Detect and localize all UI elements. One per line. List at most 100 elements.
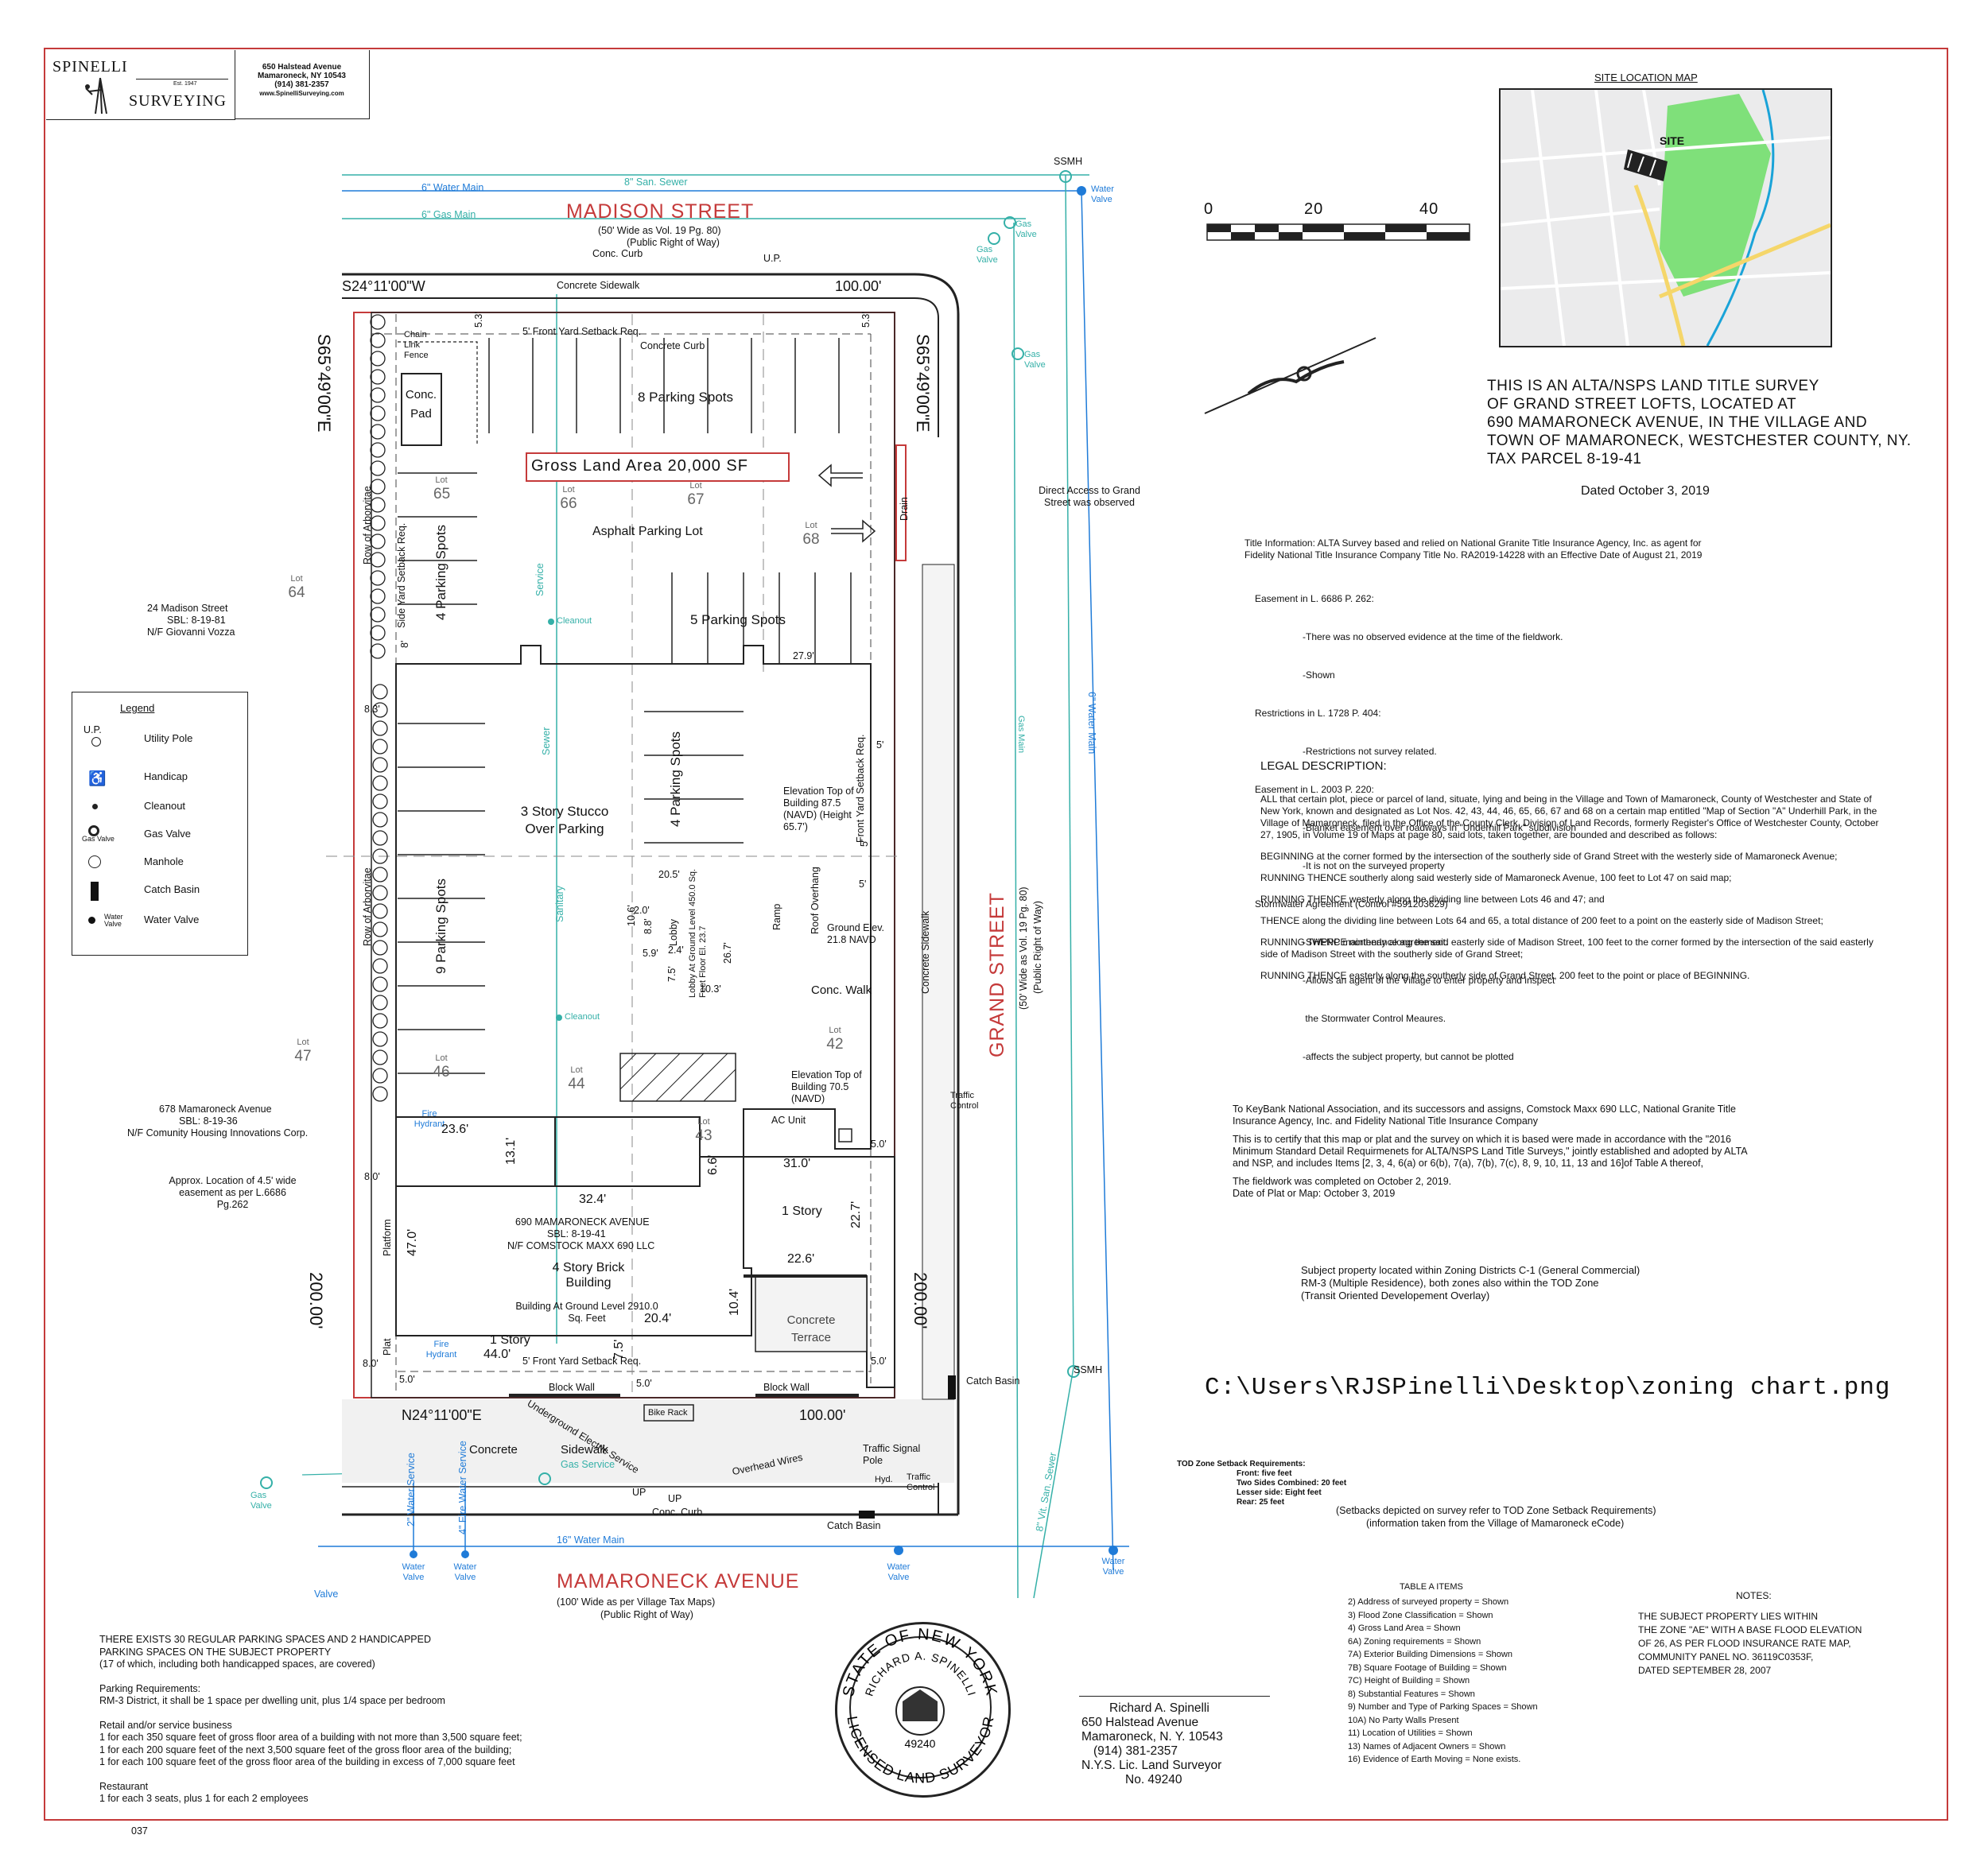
one-story: 1 Story — [782, 1204, 822, 1218]
dim: 5.0' — [636, 1378, 652, 1389]
parking-8-label: 8 Parking Spots — [638, 390, 734, 405]
fire-hydrant-2: Fire Hydrant — [425, 1340, 457, 1360]
legal-para: RUNNING THENCE southerly along said west… — [1260, 872, 1732, 883]
tod-item: Rear: 25 feet — [1237, 1498, 1285, 1507]
table-a-item: 7C) Height of Building = Shown — [1348, 1676, 1470, 1685]
notes-line: OF 26, AS PER FLOOD INSURANCE RATE MAP, — [1638, 1638, 1851, 1649]
cleanouts — [548, 619, 562, 1021]
tod-item: Two Sides Combined: 20 feet — [1237, 1479, 1347, 1488]
traffic-control-2: Traffic Control — [907, 1472, 935, 1492]
roof-overhang: Roof Overhang — [810, 867, 821, 934]
conc-pad — [401, 373, 442, 446]
easements: Easement in L. 6686 P. 262: -There was n… — [1255, 567, 1907, 1076]
cert-para: The fieldwork was completed on October 2… — [1233, 1176, 1452, 1187]
utility-pole-icon — [91, 737, 101, 747]
north-arrow-icon — [1204, 337, 1376, 414]
parking-5-label: 5 Parking Spots — [690, 612, 786, 627]
legend-water-symbol: Water Valve — [104, 913, 123, 928]
dated-label: Dated October 3, 2019 — [1581, 484, 1710, 498]
logo-rule — [136, 79, 228, 80]
dim: 26.7' — [722, 942, 733, 964]
drain-label: Drain — [899, 497, 910, 521]
zoning-text: Subject property located within Zoning D… — [1301, 1264, 1640, 1302]
zoning-line: Subject property located within Zoning D… — [1301, 1264, 1640, 1276]
gas-valves — [260, 216, 1024, 1489]
water-valve-icon — [88, 917, 95, 924]
water-main-16-label: 16" Water Main — [557, 1534, 625, 1546]
parking-4-mid-label: 4 Parking Spots — [668, 731, 683, 827]
dim: 22.7' — [849, 1201, 863, 1228]
neighbor-2: 678 Mamaroneck Avenue — [159, 1104, 272, 1115]
dim: 22.6' — [787, 1252, 815, 1266]
catch-basin-icon — [91, 882, 99, 901]
parking-4-left-label: 4 Parking Spots — [433, 524, 448, 620]
bearing-bottom-dist: 100.00' — [799, 1407, 846, 1423]
dim: 20.5' — [658, 869, 680, 880]
addr-line: Mamaroneck, NY 10543 — [258, 72, 346, 80]
dim: 5' — [876, 739, 884, 751]
front-setback-top: 5' Front Yard Setback Req. — [522, 326, 642, 337]
ac-unit-label: AC Unit — [771, 1115, 806, 1126]
easement-line: -Shown — [1295, 669, 1335, 681]
table-a-item: 4) Gross Land Area = Shown — [1348, 1623, 1461, 1633]
easement-line: -Allows an agent of the Village to enter… — [1295, 975, 1555, 986]
gas-valve-icon — [88, 825, 99, 836]
legal-para: RUNNING THENCE northerly along the said … — [1260, 937, 1873, 960]
hyd-label: Hyd. — [875, 1475, 893, 1484]
notes-line: COMMUNITY PANEL NO. 36119C0353F, — [1638, 1651, 1814, 1662]
parking-note-line: Restaurant — [99, 1780, 149, 1792]
dim: 27.9' — [793, 650, 814, 661]
gross-area-box — [526, 452, 790, 482]
dim: 7.5' — [612, 1339, 626, 1360]
bike-rack — [643, 1404, 694, 1422]
madison-width: (50' Wide as Vol. 19 Pg. 80) — [598, 225, 721, 236]
dim: 6.6' — [706, 1154, 720, 1175]
hatch-lines — [619, 1053, 736, 1102]
elev-top-2: Elevation Top of Building 70.5 (NAVD) — [791, 1069, 862, 1104]
parking-note-line: RM-3 District, it shall be 1 space per d… — [99, 1695, 445, 1706]
neighbor-2-sbl: SBL: 8-19-36 — [179, 1115, 238, 1127]
title-line: 690 MAMARONECK AVENUE, IN THE VILLAGE AN… — [1487, 414, 1868, 431]
hatched-area — [619, 1053, 736, 1102]
table-a-items: 2) Address of surveyed property = Shown … — [1348, 1596, 1538, 1767]
dim: 2.0' — [634, 905, 650, 916]
table-a-item: 3) Flood Zone Classification = Shown — [1348, 1610, 1493, 1620]
legal-para: ALL that certain plot, piece or parcel o… — [1260, 793, 1879, 840]
title-line: TAX PARCEL 8-19-41 — [1487, 451, 1642, 467]
dim: 44.0' — [483, 1348, 511, 1361]
tod-setbacks: TOD Zone Setback Requirements: Front: fi… — [1177, 1460, 1346, 1507]
dim: 23.6' — [441, 1123, 469, 1136]
scale-bar — [1206, 223, 1470, 241]
water-main-right-line — [1081, 190, 1114, 1571]
concrete-terrace-label: Concrete Terrace — [786, 1313, 836, 1344]
easement-line: Easement in L. 6686 P. 262: — [1255, 593, 1374, 604]
neighbor-2-owner: N/F Comunity Housing Innovations Corp. — [127, 1127, 309, 1139]
surveyor-line: No. 49240 — [1125, 1773, 1182, 1786]
notes-title: NOTES: — [1736, 1590, 1772, 1601]
arborvitae-row — [370, 314, 388, 1102]
easement-line: -There was no observed evidence at the t… — [1295, 631, 1563, 642]
certification: To KeyBank National Association, and its… — [1233, 1104, 1749, 1200]
dim: 47.0' — [406, 1228, 419, 1256]
logo-est: Est. 1947 — [173, 81, 197, 87]
logo-top-text: SPINELLI — [52, 58, 128, 76]
gas-valve-2: Gas Valve — [977, 245, 998, 265]
title-block: THIS IS AN ALTA/NSPS LAND TITLE SURVEY O… — [1487, 377, 1912, 468]
bearing-top-dist: 100.00' — [835, 278, 882, 294]
easement-line: -affects the subject property, but canno… — [1295, 1051, 1514, 1062]
water-valves — [410, 186, 1118, 1558]
parking-stripes-top — [398, 338, 852, 1074]
sidewalk-bottom: Sidewalk — [561, 1443, 609, 1457]
scale-0: 0 — [1204, 200, 1214, 218]
table-a-item: 13) Names of Adjacent Owners = Shown — [1348, 1741, 1506, 1751]
neighbor-1: 24 Madison Street — [147, 603, 228, 614]
bearing-left-dist: 200.00' — [306, 1272, 326, 1329]
vit-sewer-line — [1033, 1367, 1074, 1599]
lot-lines — [371, 312, 895, 1398]
dim: 32.4' — [579, 1193, 607, 1206]
